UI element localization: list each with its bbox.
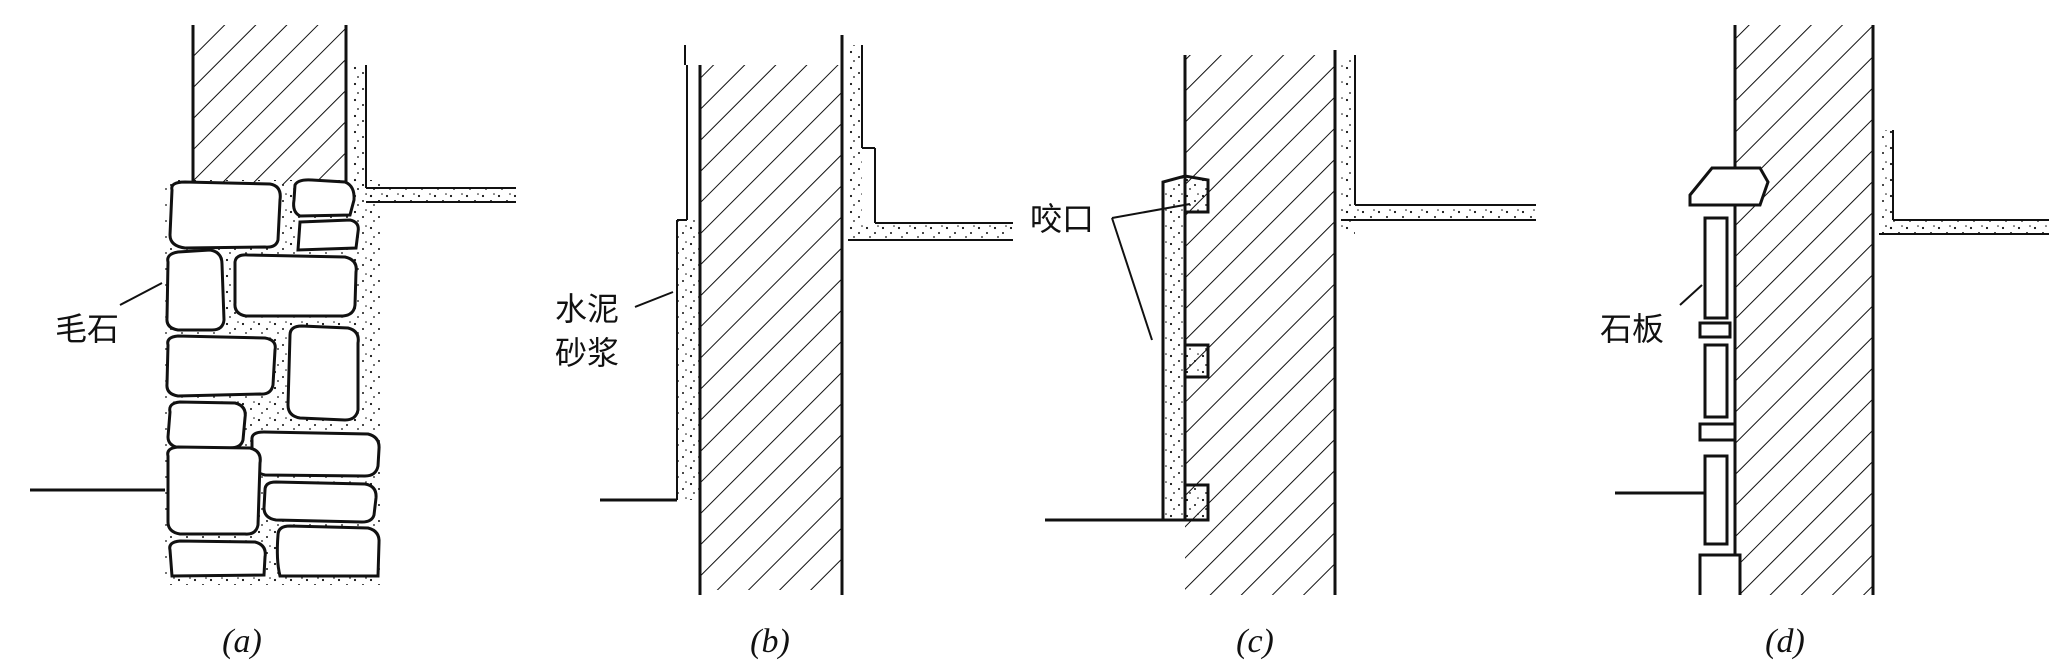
panel-a: 毛石 (a)	[30, 25, 516, 660]
stone-slabs	[1688, 166, 1770, 595]
label-cement: 水泥	[555, 290, 619, 328]
label-mortar: 砂浆	[555, 334, 619, 372]
caption-d: (d)	[1765, 623, 1805, 660]
wall-hatch	[1735, 25, 1873, 595]
wall-hatch	[1185, 55, 1335, 595]
label-stone-slab: 石板	[1600, 310, 1664, 348]
wall-hatch	[193, 25, 346, 185]
caption-a: (a)	[222, 623, 262, 660]
caption-c: (c)	[1236, 623, 1274, 660]
rubble-stones	[165, 178, 381, 578]
label-key: 咬口	[1030, 200, 1094, 238]
panel-b: 水泥 砂浆 (b)	[555, 35, 1013, 660]
label-rubble-stone: 毛石	[55, 310, 119, 348]
cement-mortar-render	[677, 220, 700, 500]
panel-d: 石板 (d)	[1600, 25, 2049, 660]
caption-b: (b)	[750, 623, 790, 660]
wall-hatch	[700, 65, 842, 590]
keyed-render	[1161, 174, 1210, 522]
panel-c: 咬口 (c)	[1030, 50, 1536, 660]
